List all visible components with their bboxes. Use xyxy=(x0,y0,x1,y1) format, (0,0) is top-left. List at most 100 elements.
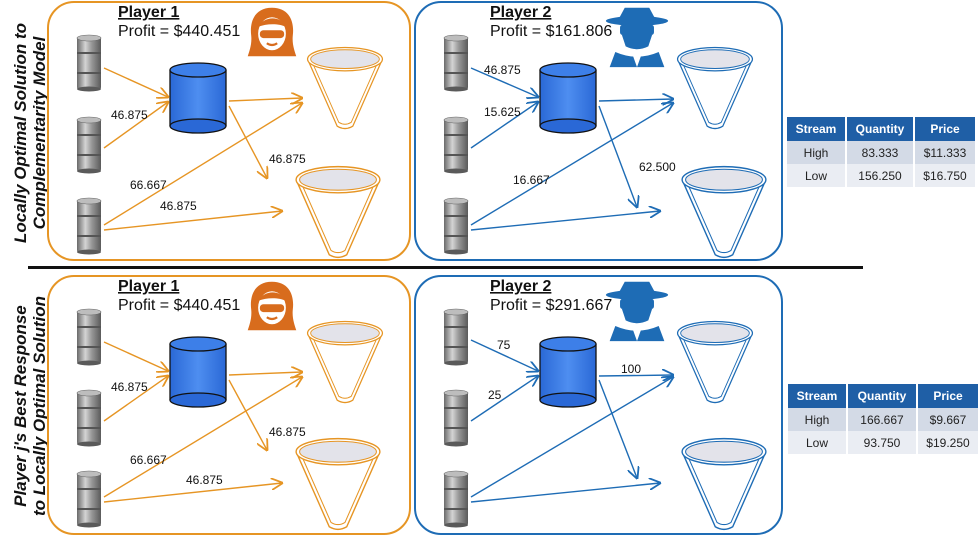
flow-arrow xyxy=(470,102,538,149)
flow-arrow xyxy=(598,379,637,478)
spy-avatar-icon xyxy=(605,281,669,342)
player1-panel-bottom: Player 1 Profit = $440.451 46.875 66.667… xyxy=(47,275,411,535)
column-header-stream: Stream xyxy=(788,384,848,408)
flow-arrow xyxy=(228,379,267,450)
player2-panel-top: Player 2 Profit = $161.806 46.875 15.625… xyxy=(414,1,783,261)
woman-avatar-icon xyxy=(246,280,298,332)
cell-quantity: 83.333 xyxy=(846,141,915,164)
player1-profit: Profit = $440.451 xyxy=(118,23,240,40)
table-header-row: Stream Quantity Price xyxy=(788,384,978,408)
flow-label: 46.875 xyxy=(269,425,306,439)
flow-arrow xyxy=(470,103,673,226)
table-row: High 83.333 $11.333 xyxy=(787,141,975,164)
flow-arrow xyxy=(470,483,660,503)
barrel-icon xyxy=(76,470,102,528)
cell-price: $11.333 xyxy=(914,141,975,164)
flow-arrow xyxy=(228,105,267,178)
storage-tank-icon xyxy=(539,62,597,134)
cell-stream: High xyxy=(788,408,848,431)
column-header-stream: Stream xyxy=(787,117,847,141)
barrel-icon xyxy=(443,116,469,174)
results-table-bottom: Stream Quantity Price High 166.667 $9.66… xyxy=(788,384,978,454)
flow-arrow xyxy=(470,211,660,231)
spy-avatar-icon xyxy=(605,7,669,68)
flow-arrow xyxy=(598,375,673,376)
barrel-icon xyxy=(443,34,469,92)
flow-label: 16.667 xyxy=(513,173,550,187)
flow-arrow xyxy=(228,98,302,101)
player1-frame xyxy=(47,275,411,535)
barrel-icon xyxy=(76,389,102,447)
cell-stream: Low xyxy=(787,164,847,187)
flow-arrow xyxy=(470,67,538,97)
scenario-top: Player 1 Profit = $440.451 46.875 66.667… xyxy=(47,1,783,261)
woman-avatar-icon xyxy=(246,6,298,58)
flow-label: 62.500 xyxy=(639,160,676,174)
cell-quantity: 166.667 xyxy=(847,408,918,431)
scenario-divider xyxy=(28,266,863,269)
barrel-icon xyxy=(443,197,469,255)
flow-arrow xyxy=(103,67,168,97)
flow-arrow xyxy=(598,105,637,207)
barrel-icon xyxy=(443,389,469,447)
column-header-price: Price xyxy=(917,384,978,408)
barrel-icon xyxy=(76,308,102,366)
flow-label: 66.667 xyxy=(130,453,167,467)
player2-profit: Profit = $161.806 xyxy=(490,23,612,40)
funnel-icon xyxy=(295,437,381,531)
cell-stream: High xyxy=(787,141,847,164)
flow-label: 46.875 xyxy=(111,380,148,394)
funnel-icon xyxy=(681,165,767,259)
flow-label: 46.875 xyxy=(111,108,148,122)
player2-title: Player 2 xyxy=(490,4,551,21)
funnel-icon xyxy=(676,46,754,130)
flow-label: 75 xyxy=(497,338,511,352)
player2-frame xyxy=(414,275,783,535)
player2-profit: Profit = $291.667 xyxy=(490,297,612,314)
player2-frame xyxy=(414,1,783,261)
funnel-icon xyxy=(295,165,381,259)
cell-stream: Low xyxy=(788,431,848,454)
player2-title: Player 2 xyxy=(490,278,551,295)
cell-quantity: 93.750 xyxy=(847,431,918,454)
barrel-icon xyxy=(76,34,102,92)
flow-arrow xyxy=(103,483,282,503)
barrel-icon xyxy=(443,308,469,366)
flow-arrow xyxy=(103,211,282,231)
cell-quantity: 156.250 xyxy=(846,164,915,187)
flow-arrow xyxy=(103,377,302,498)
flow-label: 25 xyxy=(488,388,502,402)
flow-arrow xyxy=(103,341,168,371)
funnel-icon xyxy=(681,437,767,531)
flow-label: 46.875 xyxy=(186,473,223,487)
storage-tank-icon xyxy=(169,336,227,408)
flow-label: 15.625 xyxy=(484,105,521,119)
flow-arrow xyxy=(470,339,538,371)
player1-title: Player 1 xyxy=(118,278,179,295)
funnel-icon xyxy=(676,320,754,404)
barrel-icon xyxy=(76,116,102,174)
column-header-price: Price xyxy=(914,117,975,141)
column-header-quantity: Quantity xyxy=(846,117,915,141)
player1-title: Player 1 xyxy=(118,4,179,21)
funnel-icon xyxy=(306,46,384,130)
funnel-icon xyxy=(306,320,384,404)
cell-price: $9.667 xyxy=(917,408,978,431)
player2-panel-bottom: Player 2 Profit = $291.667 75 25 100 xyxy=(414,275,783,535)
flow-arrow xyxy=(228,372,302,375)
storage-tank-icon xyxy=(539,336,597,408)
flow-arrow xyxy=(470,377,673,498)
cell-price: $16.750 xyxy=(914,164,975,187)
table-row: Low 156.250 $16.750 xyxy=(787,164,975,187)
flow-label: 46.875 xyxy=(160,199,197,213)
player1-profit: Profit = $440.451 xyxy=(118,297,240,314)
flow-label: 66.667 xyxy=(130,178,167,192)
scenario-bottom: Player 1 Profit = $440.451 46.875 66.667… xyxy=(47,275,783,535)
table-row: Low 93.750 $19.250 xyxy=(788,431,978,454)
flow-label: 46.875 xyxy=(484,63,521,77)
flow-arrow xyxy=(103,102,168,149)
results-table-top: Stream Quantity Price High 83.333 $11.33… xyxy=(787,117,975,187)
storage-tank-icon xyxy=(169,62,227,134)
column-header-quantity: Quantity xyxy=(847,384,918,408)
